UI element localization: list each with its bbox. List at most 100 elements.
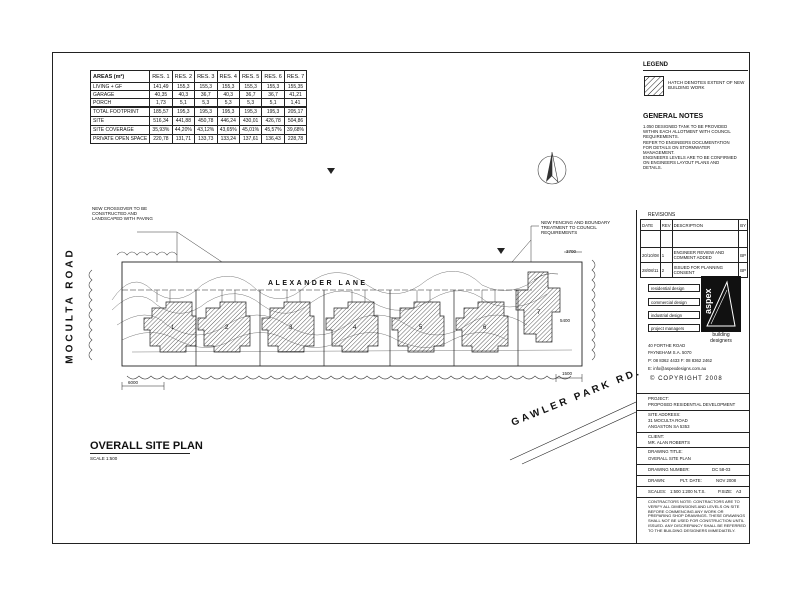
residence-3-footprint — [261, 301, 315, 353]
plot-date-value: NOV 2008 — [716, 478, 737, 483]
project-value: PROPOSED RESIDENTIAL DEVELOPMENT — [648, 402, 736, 407]
service-commercial: commercial design — [648, 298, 700, 306]
tb-divider-2 — [636, 410, 750, 411]
areas-cell: 205,17 — [283, 106, 308, 117]
rev-2-rev: 2 — [659, 262, 673, 278]
aspex-logo-mark-icon — [706, 280, 736, 327]
residence-7-footprint — [515, 271, 561, 343]
areas-cell: 516,34 — [149, 115, 173, 126]
rev-header-by: BY — [738, 219, 748, 231]
areas-cell: 40,3 — [171, 90, 196, 99]
areas-cell: 195,3 — [171, 106, 196, 117]
areas-row-label: SITE COVERAGE — [89, 124, 151, 135]
dimension-right: 5400 — [560, 318, 571, 323]
lot-number-4: 4 — [353, 325, 357, 331]
areas-cell: 504,86 — [283, 115, 308, 126]
areas-cell: 44,20% — [171, 124, 196, 135]
areas-row-label: GARAGE — [89, 90, 151, 99]
revisions-title: REVISIONS — [648, 212, 676, 218]
areas-cell: 40,3 — [216, 90, 240, 99]
residence-5-footprint — [391, 301, 445, 353]
areas-cell: 5,1 — [261, 98, 285, 108]
areas-cell: 155,3 — [261, 82, 285, 91]
areas-cell: 195,3 — [261, 106, 285, 117]
project-label: PROJECT: — [648, 396, 669, 401]
residence-1-footprint — [143, 301, 197, 353]
drawing-title-value: OVERALL SITE PLAN — [648, 456, 691, 461]
areas-cell: 43,12% — [194, 124, 218, 135]
plan-scale: SCALE 1:500 — [90, 456, 118, 461]
rev-header-desc: DESCRIPTION — [671, 219, 740, 231]
company-address-1: 40 FORTHE ROAD — [648, 343, 686, 348]
lot-number-5: 5 — [419, 325, 423, 331]
road-label-moculta: MOCULTA ROAD — [64, 247, 76, 364]
rev-header-date: DATE — [640, 219, 661, 231]
areas-cell: 39,68% — [283, 124, 308, 135]
scales-label: SCALES: — [648, 489, 667, 494]
areas-cell: 5,3 — [238, 98, 263, 108]
areas-cell: 36,7 — [238, 90, 263, 99]
tb-divider-6 — [636, 475, 750, 476]
areas-cell: 155,3 — [171, 82, 196, 91]
site-address-label: SITE ADDRESS: — [648, 412, 681, 417]
general-note-2: REFER TO ENGINEERS DOCUMENTATION FOR DET… — [643, 140, 730, 155]
areas-cell: 36,7 — [261, 90, 285, 99]
areas-col-header: RES. 2 — [171, 70, 196, 83]
areas-cell: 5,1 — [171, 98, 196, 108]
areas-cell: 195,3 — [238, 106, 263, 117]
lot-number-7: 7 — [537, 310, 541, 316]
areas-cell: 45,57% — [261, 124, 285, 135]
rev-1-date: 20/10/08 — [640, 247, 661, 263]
areas-cell: 155,3 — [238, 82, 263, 91]
revisions-table: DATE REV DESCRIPTION BY 20/10/08 1 ENGIN… — [640, 219, 748, 278]
areas-cell: 450,78 — [194, 115, 218, 126]
company-address-2: PAYNEHAM S.A. 5070 — [648, 350, 692, 355]
paper-size-value: A3 — [736, 489, 742, 494]
general-notes-title: GENERAL NOTES — [643, 113, 704, 120]
areas-cell: 43,65% — [216, 124, 240, 135]
north-arrow-icon — [537, 151, 567, 185]
tb-divider-5 — [636, 464, 750, 465]
areas-cell: 36,7 — [194, 90, 218, 99]
lot-number-2: 2 — [225, 325, 229, 331]
plan-title-underline — [90, 453, 190, 454]
aspex-logo-word: aspex — [703, 288, 713, 314]
company-email: E: info@aspexdesigns.com.au — [648, 366, 707, 371]
contractors-disclaimer: CONTRACTORS NOTE: CONTRACTORS ARE TO VER… — [648, 499, 746, 533]
tb-divider-8 — [636, 497, 750, 498]
lane-label: ALEXANDER LANE — [268, 280, 368, 287]
service-industrial: industrial design — [648, 311, 700, 319]
areas-cell: 141,49 — [149, 82, 173, 91]
rev-empty-row — [640, 230, 661, 248]
areas-cell: 40,35 — [149, 90, 173, 99]
areas-col-header: RES. 5 — [238, 70, 263, 83]
legend-hatch-note: HATCH DENOTES EXTENT OF NEW BUILDING WOR… — [668, 80, 745, 90]
crossover-note: NEW CROSSOVER TO BE CONSTRUCTED AND LAND… — [92, 206, 153, 221]
residence-6-footprint — [455, 301, 509, 353]
areas-cell: 430,01 — [238, 115, 263, 126]
areas-cell: 1,73 — [149, 98, 173, 108]
paper-size-label: P.SIZE: — [718, 489, 733, 494]
tb-divider-7 — [636, 486, 750, 487]
drawing-number-label: DRAWING NUMBER: — [648, 467, 690, 472]
areas-cell: 155,3 — [216, 82, 240, 91]
client-label: CLIENT: — [648, 434, 664, 439]
company-tagline-1: building — [712, 332, 730, 338]
tb-divider-3 — [636, 432, 750, 433]
site-address-line-2: ANGASTON SA 5353 — [648, 424, 690, 429]
areas-cell: 441,88 — [171, 115, 196, 126]
areas-table-header: AREAS (m²) — [89, 70, 151, 83]
copyright: © COPYRIGHT 2008 — [650, 376, 723, 382]
areas-cell: 195,3 — [216, 106, 240, 117]
boundary-note: NEW FENCING AND BOUNDARY TREATMENT TO CO… — [541, 220, 611, 235]
areas-cell: 155,3 — [194, 82, 218, 91]
tb-divider-4 — [636, 447, 750, 448]
areas-cell: 446,24 — [216, 115, 240, 126]
rev-1-desc: ENGINEER REVIEW AND COMMENT ADDED — [671, 247, 740, 263]
areas-col-header: RES. 3 — [194, 70, 218, 83]
areas-cell: 5,3 — [194, 98, 218, 108]
drawing-number-value: DC 58-03 — [712, 467, 731, 472]
